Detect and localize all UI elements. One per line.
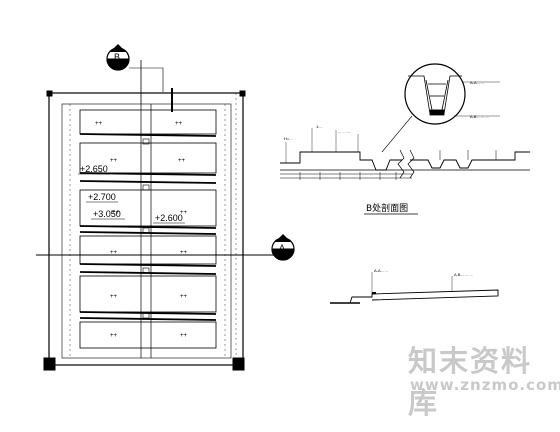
panel-bands	[79, 109, 217, 349]
tick-3: ++	[110, 158, 118, 164]
detail-profile	[408, 75, 462, 116]
beam-markers	[142, 138, 150, 319]
floor-plan: ++ ++ ++ ++ ++ ++ ++ ++ ++ ++ ++ ++ +2.6…	[36, 60, 292, 371]
tick-11: ++	[110, 333, 118, 339]
tick-8: ++	[180, 250, 188, 256]
elevation-label-4: +2.600	[155, 213, 183, 223]
column-bottom-right	[232, 357, 245, 371]
watermark-url: www.znzmo.com	[410, 376, 560, 394]
section-b-title: B处剖面图	[366, 202, 408, 214]
tick-12: ++	[180, 333, 188, 339]
elevation-label-3: +3.050	[93, 209, 121, 219]
tick-1: ++	[95, 121, 103, 127]
detail-circle	[404, 63, 466, 125]
section-b-leader	[129, 67, 164, 92]
section-marker-a: A	[271, 234, 295, 261]
column-top-right	[239, 90, 246, 97]
detail-leader	[381, 115, 413, 153]
detail-note-1: A-A... ...	[470, 80, 484, 85]
detail-note-2: A.B... ... ...	[470, 114, 489, 119]
section-marker-b: B	[106, 44, 130, 71]
section-a-detail: A-A... ... A.B... ... ...	[330, 268, 499, 304]
profile-note-3: ... ... ...	[338, 129, 350, 134]
elevation-leaders	[78, 173, 185, 224]
column-bottom-left	[43, 357, 56, 371]
tick-7: ++	[110, 250, 118, 256]
tick-5: ++	[112, 210, 120, 216]
column-top-left	[46, 90, 53, 97]
section-marker-b-label: B	[114, 52, 120, 62]
tick-10: ++	[180, 294, 188, 300]
elevation-label-1: +2.650	[80, 164, 108, 174]
elevation-label-2: +2.700	[88, 192, 116, 202]
plan-inner-wall	[61, 103, 232, 359]
plan-outer-wall	[48, 92, 244, 366]
tick-2: ++	[175, 121, 183, 127]
section-a-note-2: A.B... ... ...	[454, 272, 473, 277]
profile-note-1: H=...	[284, 136, 293, 141]
watermark-backdrop	[394, 326, 560, 432]
profile-note-2: 1:...	[316, 124, 323, 129]
tick-6: ++	[180, 210, 188, 216]
tick-4: ++	[178, 158, 186, 164]
tick-9: ++	[110, 294, 118, 300]
section-b-profile	[280, 149, 530, 179]
section-b-detail: A-A... ... A.B... ... ...	[280, 63, 530, 215]
section-a-note-1: A-A... ...	[374, 268, 388, 273]
watermark-logo: 知末资料库	[408, 344, 533, 420]
section-a-profile	[330, 289, 499, 304]
section-marker-a-label: A	[279, 243, 285, 253]
